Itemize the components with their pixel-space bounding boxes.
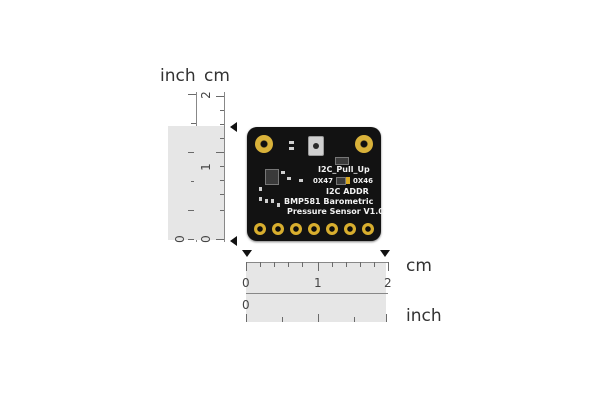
cm-tick — [220, 124, 224, 125]
cm-tick — [246, 262, 247, 271]
smd-component — [271, 199, 274, 203]
cm-ruler-strip — [246, 262, 386, 294]
header-pin — [344, 223, 356, 235]
cm-tick — [332, 262, 333, 267]
silk-pullup-label: I2C_Pull_Up — [318, 165, 370, 174]
cm-tick-label-2: 2 — [198, 91, 213, 99]
smd-component — [259, 187, 262, 191]
inch-tick — [188, 152, 196, 153]
cm-ruler-edge — [246, 262, 388, 263]
cm-ruler-strip — [194, 126, 224, 240]
inch-tick — [188, 94, 196, 95]
cm-tick — [346, 262, 347, 267]
cm-tick-label-0: 0 — [242, 276, 250, 290]
cm-tick — [220, 166, 224, 167]
cm-tick-label-0: 0 — [198, 235, 213, 243]
header-pin — [272, 223, 284, 235]
silk-title-line2: Pressure Sensor V1.0 — [287, 207, 384, 216]
header-pin — [254, 223, 266, 235]
right-edge-marker — [380, 250, 390, 257]
cm-tick — [260, 262, 261, 267]
inch-ruler-strip — [168, 126, 196, 240]
cm-tick-label-2: 2 — [384, 276, 392, 290]
silk-addr-right: 0X46 — [353, 177, 374, 185]
header-pin — [362, 223, 374, 235]
cm-tick — [216, 152, 224, 153]
cm-tick — [388, 262, 389, 271]
horizontal-ruler: 0 1 2 cm 0 inch — [236, 254, 446, 328]
header-pin — [308, 223, 320, 235]
cm-tick-label-1: 1 — [198, 163, 213, 171]
silk-title-line1: BMP581 Barometric — [284, 197, 374, 206]
cm-tick — [220, 194, 224, 195]
cm-tick — [216, 239, 224, 240]
smd-component — [299, 179, 303, 182]
header-pin — [290, 223, 302, 235]
header-pin — [326, 223, 338, 235]
inch-tick — [386, 314, 387, 322]
inch-tick — [191, 123, 196, 124]
cm-tick — [220, 210, 224, 211]
inch-tick-label-0: 0 — [242, 298, 250, 312]
inch-tick — [318, 314, 319, 322]
cm-tick-label-1: 1 — [314, 276, 322, 290]
left-edge-marker — [242, 250, 252, 257]
cm-tick — [220, 138, 224, 139]
cm-tick — [220, 180, 224, 181]
silk-addr-label: I2C ADDR — [326, 187, 369, 196]
cm-tick — [360, 262, 361, 267]
inch-tick — [246, 314, 247, 322]
bottom-edge-marker — [230, 236, 237, 246]
pressure-sensor-chip — [308, 136, 324, 156]
cm-tick — [216, 96, 224, 97]
inch-ruler-strip — [246, 294, 386, 322]
mounting-hole-top-right — [355, 135, 373, 153]
inch-tick — [282, 317, 283, 322]
smd-component — [259, 197, 262, 201]
sensor-port — [313, 143, 319, 149]
cm-tick — [374, 262, 375, 267]
smd-component — [281, 171, 285, 174]
smd-ic — [265, 169, 279, 185]
smd-component — [287, 177, 291, 180]
cm-tick — [318, 262, 319, 271]
bmp581-sensor-board: I2C_Pull_Up 0X47 0X46 I2C ADDR BMP581 Ba… — [247, 127, 384, 241]
inch-tick — [188, 239, 196, 240]
top-edge-marker — [230, 122, 237, 132]
cm-tick — [288, 262, 289, 267]
cm-tick — [302, 262, 303, 267]
vertical-ruler: inch cm 0 2 1 0 — [160, 66, 240, 246]
vertical-ruler-inch-unit: inch — [160, 66, 196, 86]
cm-tick — [220, 110, 224, 111]
horizontal-ruler-cm-unit: cm — [406, 256, 432, 276]
mounting-hole-top-left — [255, 135, 273, 153]
address-jumper — [336, 177, 346, 185]
inch-tick — [191, 181, 196, 182]
cm-ruler-edge — [224, 92, 225, 242]
cm-tick — [274, 262, 275, 267]
smd-component — [277, 203, 280, 207]
silk-addr-left: 0X47 — [313, 177, 334, 185]
smd-component — [289, 147, 294, 150]
vertical-ruler-cm-unit: cm — [204, 66, 230, 86]
solder-jumper — [335, 157, 349, 165]
horizontal-ruler-inch-unit: inch — [406, 306, 442, 326]
smd-component — [289, 141, 294, 144]
smd-component — [265, 199, 268, 203]
inch-tick-label-0: 0 — [172, 235, 187, 243]
address-jumper-pad — [346, 177, 350, 184]
inch-tick — [354, 317, 355, 322]
inch-ruler-edge — [246, 293, 388, 294]
inch-tick — [188, 210, 196, 211]
